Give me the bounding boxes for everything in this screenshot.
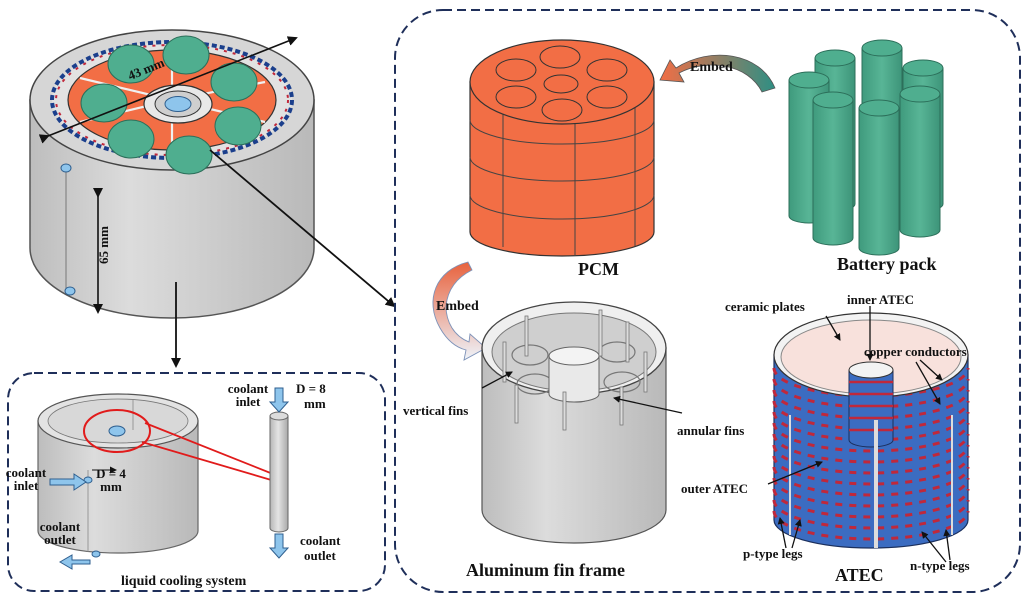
pcm-label: PCM [578, 259, 619, 279]
embed-arrow-left [432, 261, 487, 361]
fin-frame-center-top [548, 346, 600, 366]
main-assembly [29, 29, 396, 368]
inlet-arrow-right [268, 387, 290, 413]
ceramic-plates-label: ceramic plates [725, 299, 805, 314]
n-leg-band [772, 499, 970, 530]
cooling-red-circle [83, 409, 151, 453]
zoom-line-a [144, 422, 279, 477]
inner-atec-label: inner ATEC [847, 292, 915, 307]
small-diameter-label: D = 4 mm [92, 467, 130, 493]
n-leg-band [772, 477, 970, 508]
cooling-outlet-port [91, 550, 101, 558]
fin-frame-label: Aluminum fin frame [466, 560, 625, 580]
cooling-inlet-left-line2: inlet [13, 478, 39, 493]
fin-frame [481, 301, 683, 544]
cooling-outlet-left-line2: outlet [44, 532, 76, 547]
n-leg-band [772, 444, 970, 475]
inner-atec-top [848, 361, 894, 379]
inner-atec-stripes [849, 380, 893, 432]
pipe-body [269, 415, 289, 533]
vertical-fins-leader [481, 371, 513, 389]
annular-fins-leader [613, 395, 683, 414]
battery-pack-label: Battery pack [837, 254, 937, 274]
small-diameter-line1: D = 4 [96, 466, 126, 481]
pcm-rings [469, 119, 655, 220]
cooling-outlet-right-line1: coolant [300, 533, 341, 548]
pcm-holes [495, 45, 628, 122]
embed-arrow-top [659, 54, 776, 93]
embed-left-label: Embed [436, 299, 479, 314]
cooling-system-title: liquid cooling system [121, 574, 247, 589]
vertical-fin-plates [502, 309, 648, 431]
p-leg-leader-a [777, 517, 787, 549]
fin-frame-center [548, 355, 600, 403]
n-leg-band [772, 488, 970, 519]
cooling-inlet-right-line1: coolant [227, 381, 269, 396]
n-leg-band [772, 433, 970, 464]
small-diameter-line2: mm [100, 479, 122, 494]
inlet-port [60, 163, 72, 173]
copper-leader-a [919, 359, 943, 381]
large-diameter-line1: D = 8 [296, 381, 326, 396]
atec-assembly [767, 306, 970, 563]
copper-leader-b [915, 361, 941, 405]
cooling-outlet-left-line1: coolant [39, 519, 81, 534]
height-label: 65 mm [96, 226, 111, 264]
cooling-housing-inner [47, 398, 189, 444]
ceramic-leader [825, 315, 841, 341]
large-diameter-label: D = 8 mm [296, 382, 326, 410]
cooling-outlet-right-label: coolant outlet [300, 534, 340, 562]
coolant-channel [164, 96, 192, 112]
diameter-dimension-line [38, 36, 298, 144]
outlet-port [64, 286, 76, 296]
battery-pack [788, 39, 944, 256]
pipe-top [269, 411, 289, 421]
n-leg-band [772, 411, 970, 442]
outer-atec-leader [767, 461, 823, 485]
cooling-inlet-right-label: coolant inlet [226, 382, 270, 408]
copper-conductors-label: copper conductors [864, 344, 967, 359]
n-type-legs-label: n-type legs [910, 558, 970, 573]
cooling-panel-frame [7, 372, 386, 592]
n-leg-band [772, 400, 970, 431]
n-leg-leader-a [921, 531, 947, 563]
atec-label: ATEC [835, 565, 884, 585]
zoom-line-b [141, 441, 279, 483]
cooling-channel-top [108, 425, 126, 437]
outlet-arrow-left [59, 554, 91, 570]
large-diameter-line2: mm [304, 396, 326, 411]
vertical-fins-label: vertical fins [403, 403, 469, 418]
pcm-block [469, 39, 655, 257]
inlet-arrow-left [49, 473, 87, 491]
pcm-slits [502, 98, 636, 256]
n-leg-band [772, 367, 970, 398]
n-leg-band [772, 378, 970, 409]
pcm-body [469, 81, 655, 257]
embed-top-label: Embed [690, 60, 733, 75]
inner-atec-body [848, 369, 894, 448]
zoom-arrow-to-components [209, 149, 396, 308]
n-leg-band [772, 455, 970, 486]
outlet-arrow-right [268, 533, 290, 559]
n-leg-band [772, 389, 970, 420]
n-leg-band [772, 466, 970, 497]
outer-atec-label: outer ATEC [681, 481, 749, 496]
cooling-outlet-left-label: coolant outlet [38, 520, 82, 546]
cooling-inlet-left-label: coolant inlet [4, 466, 48, 492]
n-leg-band [772, 422, 970, 453]
n-leg-leader-b [943, 529, 951, 561]
p-leg-leader-b [791, 519, 802, 549]
cooling-housing-body [37, 420, 199, 554]
p-type-legs-label: p-type legs [743, 546, 803, 561]
cooling-panel [7, 372, 386, 592]
annular-fins-label: annular fins [677, 423, 745, 438]
cooling-inlet-right-line2: inlet [235, 394, 261, 409]
components-panel-frame [394, 9, 1021, 593]
cooling-outlet-right-line2: outlet [304, 548, 336, 563]
cooling-inlet-left-line1: coolant [5, 465, 47, 480]
